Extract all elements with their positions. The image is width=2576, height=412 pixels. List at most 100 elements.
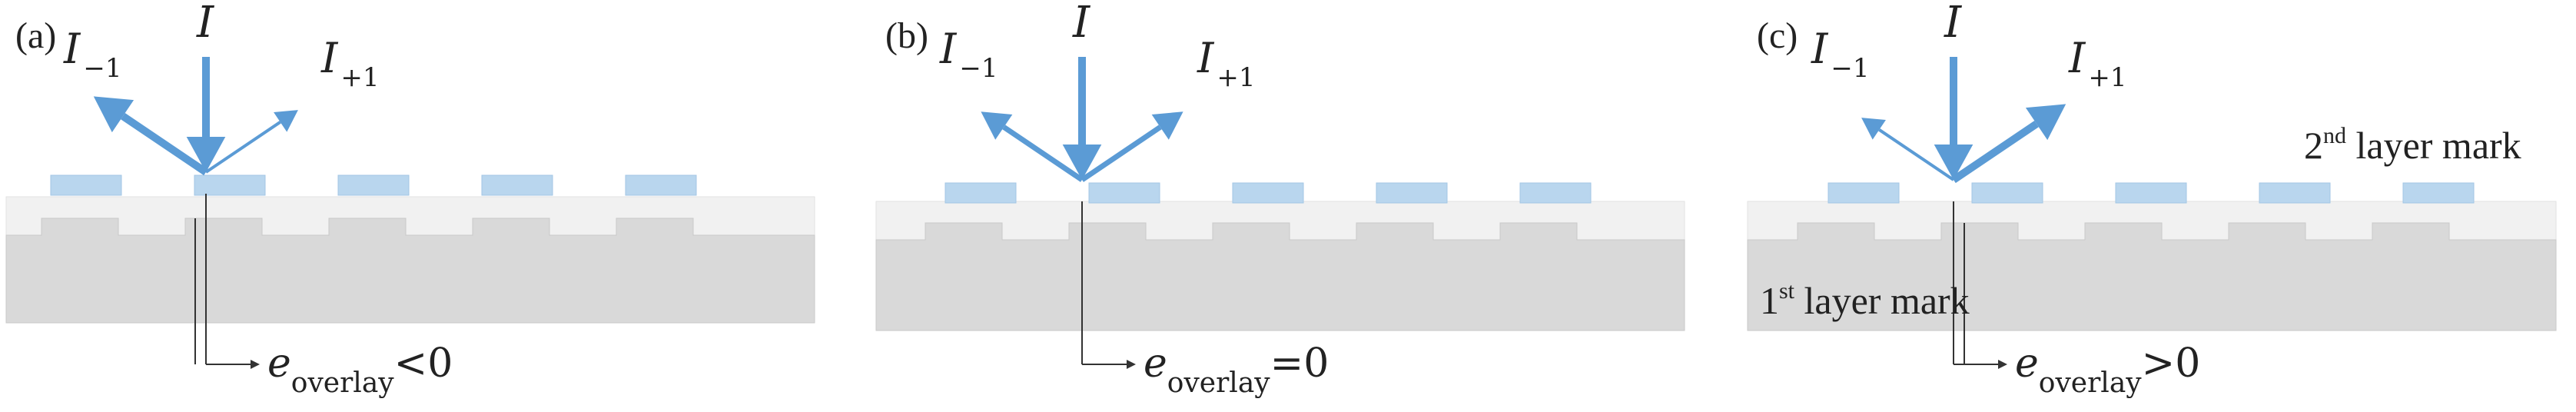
overlay-direction-head (1998, 360, 2007, 369)
minus-order-base: I (939, 25, 958, 73)
minus-first-order-arrow (981, 111, 1084, 182)
incident-beam-arrow-head (1062, 145, 1102, 180)
second-layer-sup: nd (2323, 123, 2346, 148)
grating-bar (1519, 182, 1592, 204)
overlay-direction-arrow (1082, 360, 1136, 369)
plus-first-order-arrow-head (274, 110, 298, 132)
minus-first-order-arrow-shaft (1878, 128, 1955, 181)
grating-bar (2115, 182, 2187, 204)
plus-first-order-arrow (204, 110, 298, 174)
substrate-layer (875, 201, 1685, 331)
plus-first-order-arrow-head (1151, 111, 1183, 140)
minus-first-order-arrow-head (1861, 118, 1886, 140)
minus-first-order-arrow (93, 96, 208, 176)
grating-bar (1971, 182, 2043, 204)
grating-bar (1232, 182, 1304, 204)
minus-first-order-arrow-head (981, 111, 1013, 140)
overlay-error-sub: overlay (2039, 367, 2143, 399)
grating-bar (337, 174, 410, 196)
incident-intensity-label: I (196, 0, 215, 48)
overlay-error-label: eoverlay<0 (267, 341, 453, 399)
grating-bar (481, 174, 553, 196)
plus-first-order-arrow-head (2025, 104, 2066, 141)
minus-order-sub: −1 (1831, 53, 1869, 84)
minus-first-order-arrow (1861, 118, 1955, 181)
grating-bar (1088, 182, 1160, 204)
overlay-error-relation: <0 (394, 341, 453, 387)
plus-order-sub: +1 (340, 62, 379, 93)
first-layer-mark-label: 1st layer mark (1760, 278, 1970, 322)
plus-first-order-arrow-shaft (1951, 120, 2039, 184)
plus-order-base: I (320, 34, 339, 82)
overlay-direction-arrow (206, 360, 260, 369)
overlay-direction-head (251, 360, 260, 369)
minus-first-order-arrow-shaft (1002, 125, 1084, 182)
plus-first-order-arrow (1951, 104, 2066, 184)
grating-bar (1376, 182, 1448, 204)
second-layer-grating (1827, 182, 2475, 204)
second-layer-mark-label: 2nd layer mark (2304, 123, 2521, 167)
minus-order-label: I−1 (1811, 25, 1869, 84)
incident-intensity-label: I (1944, 0, 1963, 48)
incident-beam-arrow-head (186, 137, 226, 172)
minus-order-sub: −1 (83, 53, 121, 84)
incident-beam-arrow (186, 57, 226, 172)
panel-label: (a) (15, 15, 56, 56)
overlay-direction-head (1127, 360, 1136, 369)
grating-bar (2402, 182, 2475, 204)
minus-order-label: I−1 (939, 25, 998, 84)
first-layer-sup: st (1779, 278, 1795, 304)
incident-intensity-label: I (1072, 0, 1091, 48)
first-layer-grating (1747, 222, 2557, 331)
grating-bar (50, 174, 122, 196)
overlay-error-relation: =0 (1270, 341, 1329, 387)
incident-beam-arrow (1934, 57, 1973, 180)
first-layer-grating (875, 222, 1685, 331)
plus-order-label: I+1 (1197, 34, 1255, 93)
overlay-error-sub: overlay (291, 367, 395, 399)
overlay-direction-arrow (1954, 360, 2007, 369)
plus-order-sub: +1 (1217, 62, 1255, 93)
grating-bar (625, 174, 697, 196)
first-layer-rest: layer mark (1794, 279, 1970, 322)
first-layer-num: 1 (1760, 279, 1779, 322)
first-layer-grating (5, 218, 815, 324)
incident-beam-arrow-head (1934, 145, 1973, 180)
panel-label: (b) (885, 15, 928, 56)
plus-order-label: I+1 (320, 34, 379, 93)
overlay-error-sub: overlay (1167, 367, 1271, 399)
plus-order-base: I (1197, 34, 1215, 82)
plus-order-sub: +1 (2088, 62, 2126, 93)
grating-bar (1827, 182, 1900, 204)
grating-bar (194, 174, 266, 196)
plus-first-order-arrow (1081, 111, 1183, 182)
substrate-layer (1747, 201, 2557, 331)
overlay-error-base: e (267, 341, 291, 387)
overlay-error-base: e (1144, 341, 1167, 387)
minus-order-base: I (63, 25, 81, 73)
plus-first-order-arrow-shaft (204, 121, 281, 174)
minus-first-order-arrow-head (93, 96, 134, 133)
substrate-layer (5, 196, 815, 324)
plus-order-base: I (2068, 34, 2086, 82)
grating-bar (2259, 182, 2331, 204)
minus-order-sub: −1 (959, 53, 998, 84)
overlay-error-base: e (2015, 341, 2039, 387)
grating-bar (944, 182, 1017, 204)
plus-first-order-arrow-shaft (1081, 125, 1162, 182)
incident-beam-arrow (1062, 57, 1102, 180)
overlay-error-label: eoverlay=0 (1144, 341, 1329, 399)
plus-order-label: I+1 (2068, 34, 2126, 93)
minus-order-base: I (1811, 25, 1829, 73)
second-layer-grating (50, 174, 697, 196)
second-layer-rest: layer mark (2346, 124, 2521, 167)
overlay-error-label: eoverlay>0 (2015, 341, 2200, 399)
minus-first-order-arrow-shaft (121, 112, 208, 176)
overlay-error-relation: >0 (2142, 341, 2201, 387)
